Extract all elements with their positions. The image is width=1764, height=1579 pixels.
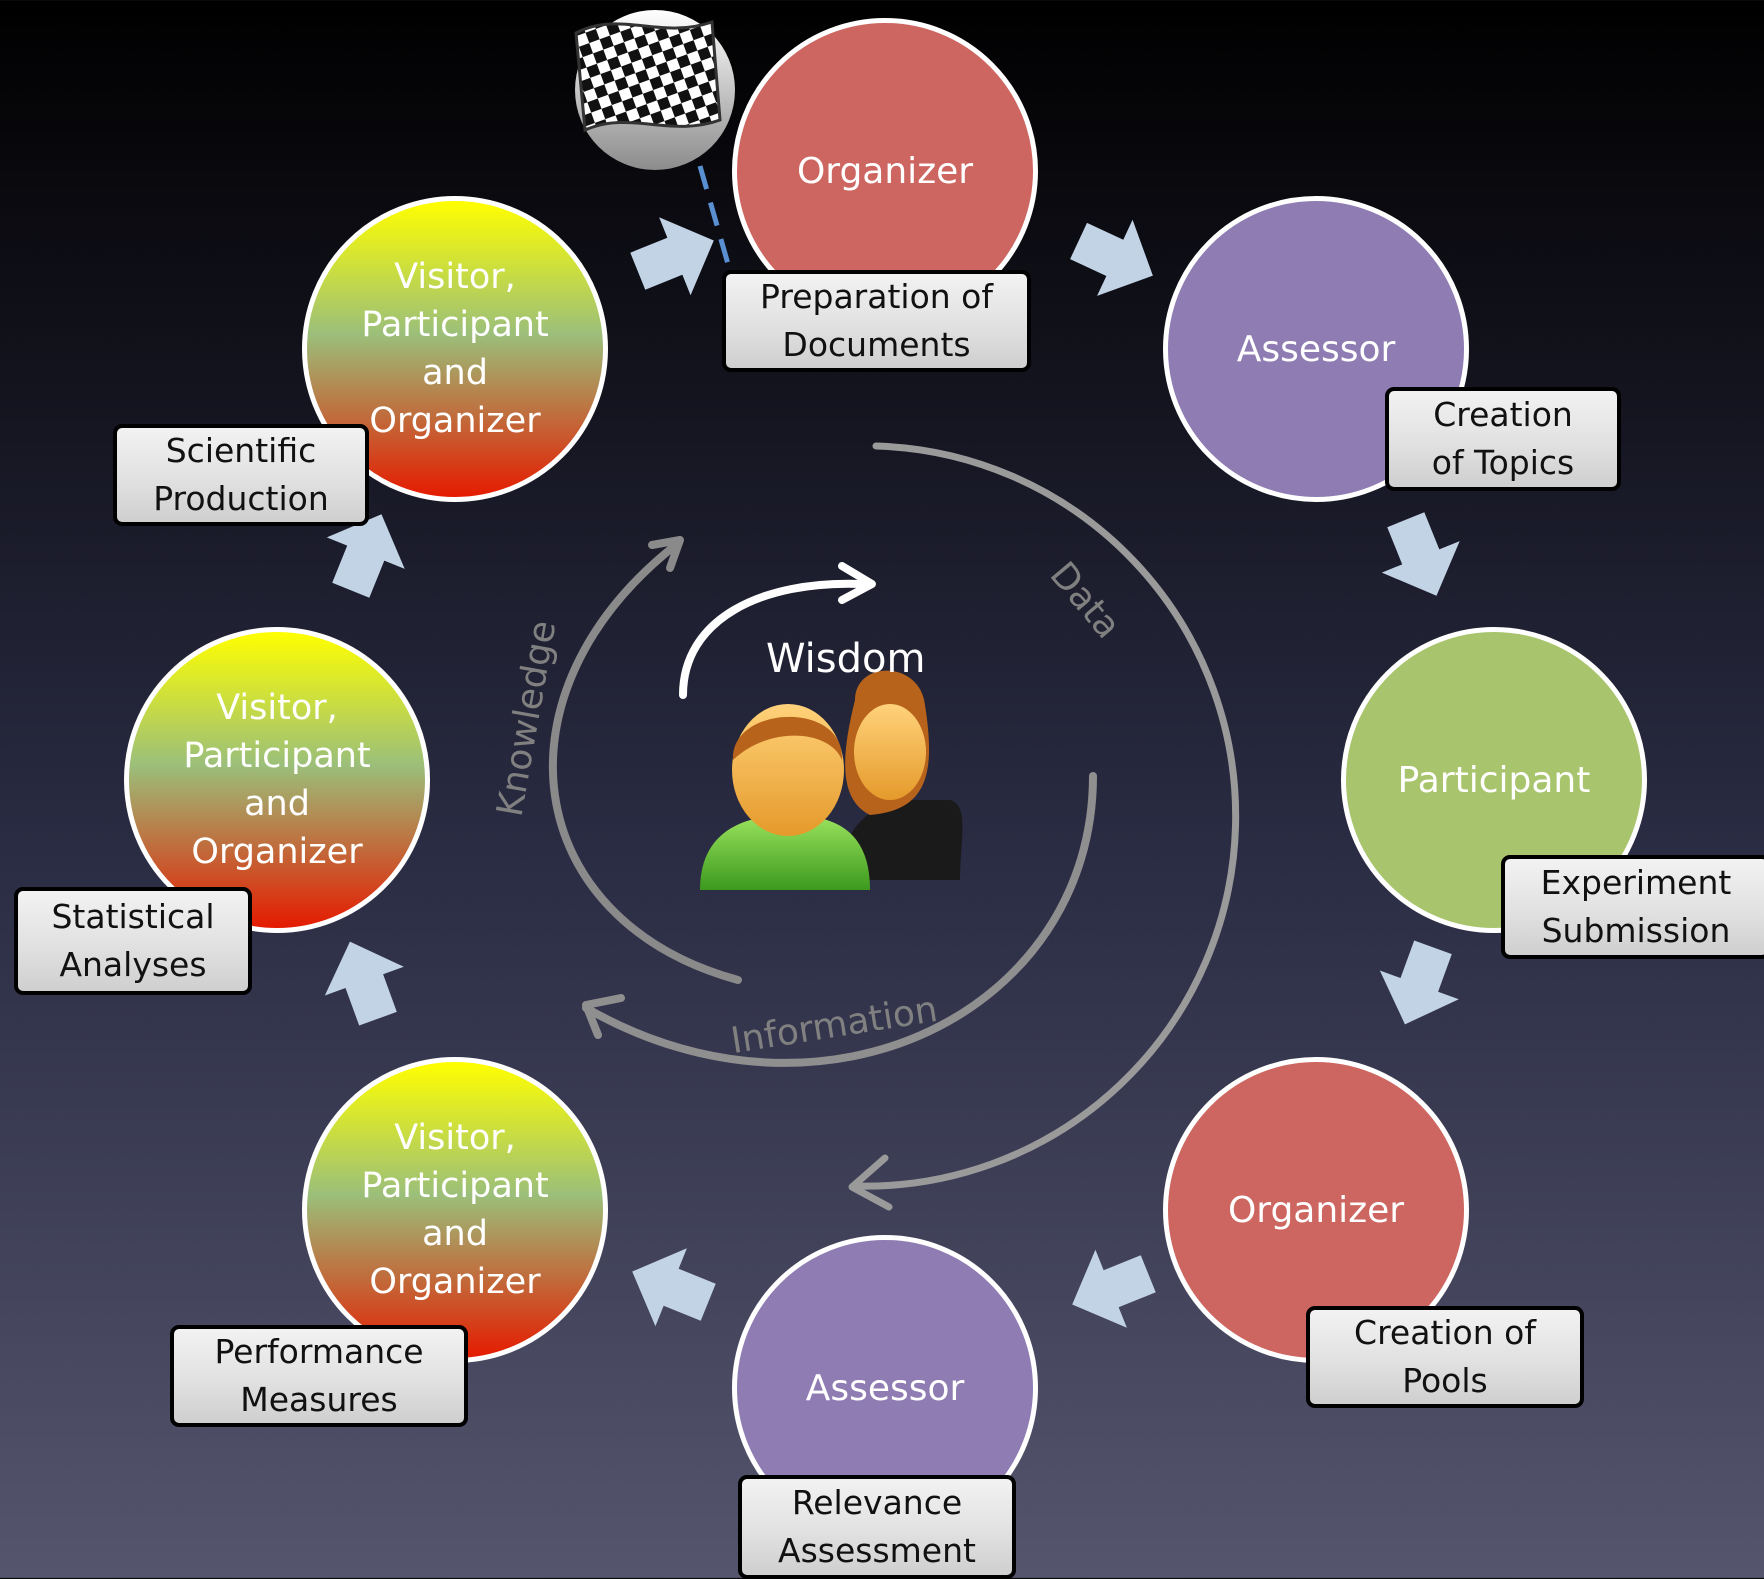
- node-role-label: Visitor, Participant and Organizer: [361, 1118, 549, 1302]
- caption-text: Experiment Submission: [1540, 863, 1732, 950]
- node-role-label: Organizer: [1227, 1189, 1405, 1231]
- node-role-label: Participant: [1397, 759, 1591, 801]
- step-arrow: [326, 514, 405, 598]
- step-arrow: [324, 941, 404, 1026]
- data-arrowhead: [848, 1154, 893, 1211]
- data-arc: [851, 442, 1240, 1190]
- node-role-label: Assessor: [805, 1367, 965, 1409]
- caption-text: Creation of Pools: [1354, 1313, 1536, 1400]
- caption-statistical-analyses: Statistical Analyses: [14, 887, 252, 995]
- node-role-label: Visitor, Participant and Organizer: [183, 688, 371, 872]
- wisdom-arc: [679, 579, 866, 699]
- node-role-label: Visitor, Participant and Organizer: [361, 257, 549, 441]
- caption-preparation-of-documents: Preparation of Documents: [722, 270, 1031, 372]
- node-role-label: Assessor: [1236, 328, 1396, 370]
- step-arrow: [1070, 219, 1153, 296]
- knowledge-arrowhead: [648, 536, 684, 572]
- step-arrow: [1072, 1249, 1156, 1328]
- wisdom-arrowhead: [838, 562, 876, 604]
- step-arrow: [630, 217, 714, 296]
- caption-text: Statistical Analyses: [51, 897, 215, 984]
- caption-text: Performance Measures: [214, 1332, 424, 1419]
- information-arrowhead: [582, 994, 625, 1039]
- node-mixed-statistics: Visitor, Participant and Organizer: [124, 627, 430, 933]
- caption-creation-of-pools: Creation of Pools: [1306, 1306, 1584, 1408]
- caption-text: Preparation of Documents: [760, 277, 993, 364]
- users-icon: [700, 670, 963, 890]
- wisdom-label: Wisdom: [766, 636, 926, 682]
- information-arc: [582, 772, 1097, 1067]
- caption-text: Scientific Production: [153, 431, 329, 518]
- caption-scientific-production: Scientific Production: [113, 424, 369, 526]
- caption-performance-measures: Performance Measures: [170, 1325, 468, 1427]
- step-arrow: [1381, 512, 1460, 596]
- caption-creation-of-topics: Creation of Topics: [1385, 387, 1621, 491]
- step-arrows: [324, 217, 1460, 1328]
- knowledge-arc: [548, 540, 742, 984]
- caption-text: Relevance Assessment: [778, 1483, 976, 1570]
- cycle-arrows: [548, 442, 1240, 1211]
- node-role-label: Organizer: [796, 150, 974, 192]
- checkered-flag-icon: [574, 10, 755, 349]
- step-arrow: [632, 1248, 716, 1327]
- step-arrow: [1379, 940, 1459, 1025]
- node-mixed-performance: Visitor, Participant and Organizer: [302, 1057, 608, 1363]
- caption-text: Creation of Topics: [1431, 395, 1575, 482]
- caption-experiment-submission: Experiment Submission: [1501, 855, 1764, 959]
- caption-relevance-assessment: Relevance Assessment: [738, 1475, 1016, 1579]
